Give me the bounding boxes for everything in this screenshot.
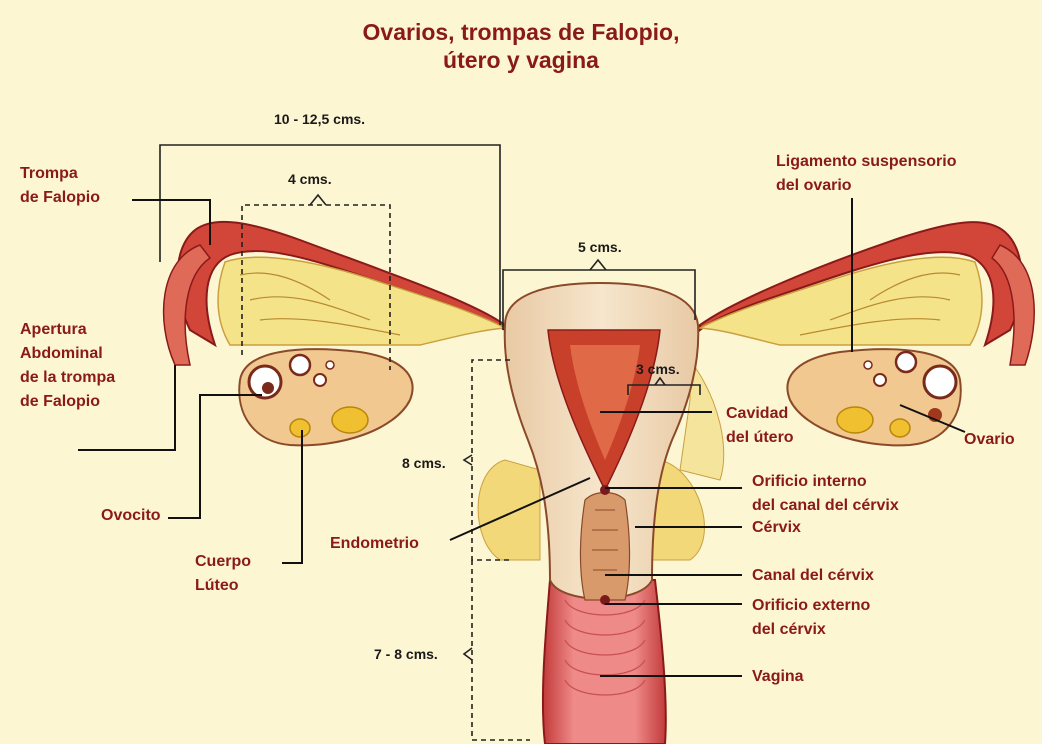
label-ligamento-line2: del ovario xyxy=(776,174,956,198)
left-ovary xyxy=(239,349,412,445)
label-trompa-line1: Trompa xyxy=(20,162,100,186)
right-fallopian-tube xyxy=(700,222,1034,365)
label-orificio-externo-line2: del cérvix xyxy=(752,618,870,642)
label-ovario: Ovario xyxy=(964,428,1015,452)
label-orificio-interno: Orificio interno del canal del cérvix xyxy=(752,470,899,518)
label-canal-cervix: Canal del cérvix xyxy=(752,564,874,588)
dim-tube-length: 10 - 12,5 cms. xyxy=(274,110,365,128)
label-trompa: Trompa de Falopio xyxy=(20,162,100,210)
right-ovary xyxy=(787,349,960,445)
label-apertura-line1: Apertura xyxy=(20,318,115,342)
label-apertura-line3: de la trompa xyxy=(20,366,115,390)
label-apertura-abdominal: Apertura Abdominal de la trompa de Falop… xyxy=(20,318,115,414)
label-apertura-line2: Abdominal xyxy=(20,342,115,366)
label-orificio-interno-line1: Orificio interno xyxy=(752,470,899,494)
label-ligamento-suspensorio: Ligamento suspensorio del ovario xyxy=(776,150,956,198)
label-orificio-externo-line1: Orificio externo xyxy=(752,594,870,618)
leader-cuerpo-luteo xyxy=(282,430,302,563)
label-trompa-line2: de Falopio xyxy=(20,186,100,210)
label-orificio-externo: Orificio externo del cérvix xyxy=(752,594,870,642)
label-cavidad-utero: Cavidad del útero xyxy=(726,402,794,450)
label-orificio-interno-line2: del canal del cérvix xyxy=(752,494,899,518)
dim-uterus-length: 8 cms. xyxy=(402,454,446,472)
page-subtitle: útero y vagina xyxy=(0,46,1042,75)
label-cavidad-line2: del útero xyxy=(726,426,794,450)
dim-cavity-width: 3 cms. xyxy=(636,360,680,378)
vagina-length-bracket xyxy=(472,560,530,740)
dim-vagina-length: 7 - 8 cms. xyxy=(374,645,438,663)
left-fallopian-tube xyxy=(164,222,505,365)
label-cuerpo-luteo: Cuerpo Lúteo xyxy=(195,550,251,598)
label-vagina: Vagina xyxy=(752,665,804,689)
label-apertura-line4: de Falopio xyxy=(20,390,115,414)
label-cervix: Cérvix xyxy=(752,516,801,540)
label-cuerpo-luteo-line1: Cuerpo xyxy=(195,550,251,574)
label-cuerpo-luteo-line2: Lúteo xyxy=(195,574,251,598)
dim-uterus-width: 5 cms. xyxy=(578,238,622,256)
label-endometrio: Endometrio xyxy=(330,532,419,556)
label-ovocito: Ovocito xyxy=(101,504,161,528)
label-cavidad-line1: Cavidad xyxy=(726,402,794,426)
label-ligamento-line1: Ligamento suspensorio xyxy=(776,150,956,174)
dim-ovary-length: 4 cms. xyxy=(288,170,332,188)
page-title: Ovarios, trompas de Falopio, xyxy=(0,18,1042,47)
